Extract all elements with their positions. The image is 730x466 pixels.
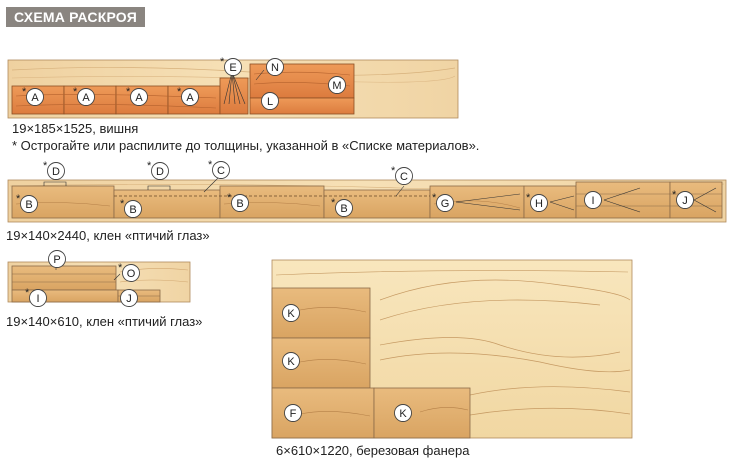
callout-n-circle bbox=[266, 58, 284, 76]
callout-a-label: A bbox=[135, 92, 143, 104]
callout-o-label: O bbox=[127, 268, 136, 280]
callout-c-circle bbox=[212, 161, 230, 179]
callout-k-label: K bbox=[399, 408, 407, 420]
callout-i-circle bbox=[584, 191, 602, 209]
callout-d-circle bbox=[151, 162, 169, 180]
callout-f-label: F bbox=[290, 408, 297, 420]
callout-f-circle bbox=[284, 404, 302, 422]
callout-b-label: B bbox=[236, 198, 243, 210]
callout-c-label: C bbox=[217, 165, 225, 177]
callout-m-label: M bbox=[332, 80, 341, 92]
callout-b-label: B bbox=[25, 199, 32, 211]
callout-i-circle bbox=[29, 289, 47, 307]
callout-e-label: E bbox=[229, 62, 236, 74]
board2-caption: 19×140×2440, клен «птичий глаз» bbox=[6, 228, 210, 243]
callout-b-circle bbox=[335, 199, 353, 217]
callout-m-circle bbox=[328, 76, 346, 94]
callout-a-label: A bbox=[31, 92, 39, 104]
thickness-star-mark: * bbox=[43, 160, 48, 172]
callout-i-label: I bbox=[36, 293, 39, 305]
callout-a-label: A bbox=[186, 92, 194, 104]
callout-n-label: N bbox=[271, 62, 279, 74]
callout-a-circle bbox=[130, 88, 148, 106]
callout-j-label: J bbox=[126, 293, 132, 305]
thickness-star-mark: * bbox=[73, 86, 78, 98]
callout-g-circle bbox=[436, 194, 454, 212]
callout-j-circle bbox=[120, 289, 138, 307]
board-plywood bbox=[271, 259, 633, 439]
board4-caption: 6×610×1220, березовая фанера bbox=[276, 443, 470, 458]
callout-c-circle bbox=[395, 167, 413, 185]
thickness-star-mark: * bbox=[208, 159, 213, 171]
callout-d-label: D bbox=[156, 166, 164, 178]
callout-a-circle bbox=[77, 88, 95, 106]
callout-p-circle bbox=[48, 250, 66, 268]
callout-j-label: J bbox=[682, 195, 688, 207]
callout-k-circle bbox=[282, 304, 300, 322]
thickness-star-mark: * bbox=[126, 86, 131, 98]
callout-i-label: I bbox=[591, 195, 594, 207]
thickness-star-mark: * bbox=[120, 198, 125, 210]
board1-caption: 19×185×1525, вишня bbox=[12, 121, 139, 136]
callout-k-label: K bbox=[287, 308, 295, 320]
thickness-star-mark: * bbox=[526, 192, 531, 204]
callout-l-circle bbox=[261, 92, 279, 110]
callout-c-label: C bbox=[400, 171, 408, 183]
page-title: СХЕМА РАСКРОЯ bbox=[6, 7, 145, 27]
callout-h-label: H bbox=[535, 198, 543, 210]
callout-e-circle bbox=[224, 58, 242, 76]
callout-d-circle bbox=[47, 162, 65, 180]
callout-o-circle bbox=[122, 264, 140, 282]
callout-b-label: B bbox=[340, 203, 347, 215]
part-k-3 bbox=[373, 387, 471, 439]
thickness-star-mark: * bbox=[177, 86, 182, 98]
callout-k-circle bbox=[282, 352, 300, 370]
callout-b-circle bbox=[231, 194, 249, 212]
thickness-star-mark: * bbox=[432, 192, 437, 204]
thickness-star-mark: * bbox=[220, 56, 225, 68]
callout-d-label: D bbox=[52, 166, 60, 178]
thickness-star-mark: * bbox=[227, 192, 232, 204]
callout-g-label: G bbox=[441, 198, 450, 210]
callout-b-circle bbox=[20, 195, 38, 213]
callout-l-label: L bbox=[267, 96, 273, 108]
callout-j-circle bbox=[676, 191, 694, 209]
part-callouts: A * A * A * A * E * N M L D * D * C * C * B * B * B * B * G * H * I J * P O * I… bbox=[16, 56, 694, 422]
callout-p-label: P bbox=[53, 254, 60, 266]
callout-a-circle bbox=[181, 88, 199, 106]
board-maple-short bbox=[7, 261, 191, 303]
callout-b-label: B bbox=[129, 204, 136, 216]
thickness-star-mark: * bbox=[16, 193, 21, 205]
board-maple-long bbox=[7, 177, 727, 223]
thickness-star-mark: * bbox=[147, 160, 152, 172]
thickness-star-mark: * bbox=[331, 197, 336, 209]
thickness-star-mark: * bbox=[22, 86, 27, 98]
callout-k-circle bbox=[394, 404, 412, 422]
callout-a-circle bbox=[26, 88, 44, 106]
note-text: * Острогайте или распилите до толщины, у… bbox=[12, 138, 480, 153]
thickness-star-mark: * bbox=[672, 189, 677, 201]
thickness-star-mark: * bbox=[391, 165, 396, 177]
thickness-star-mark: * bbox=[25, 287, 30, 299]
thickness-star-mark: * bbox=[118, 262, 123, 274]
callout-b-circle bbox=[124, 200, 142, 218]
callout-k-label: K bbox=[287, 356, 295, 368]
board3-caption: 19×140×610, клен «птичий глаз» bbox=[6, 314, 203, 329]
callout-h-circle bbox=[530, 194, 548, 212]
callout-a-label: A bbox=[82, 92, 90, 104]
part-p-area bbox=[11, 265, 117, 291]
